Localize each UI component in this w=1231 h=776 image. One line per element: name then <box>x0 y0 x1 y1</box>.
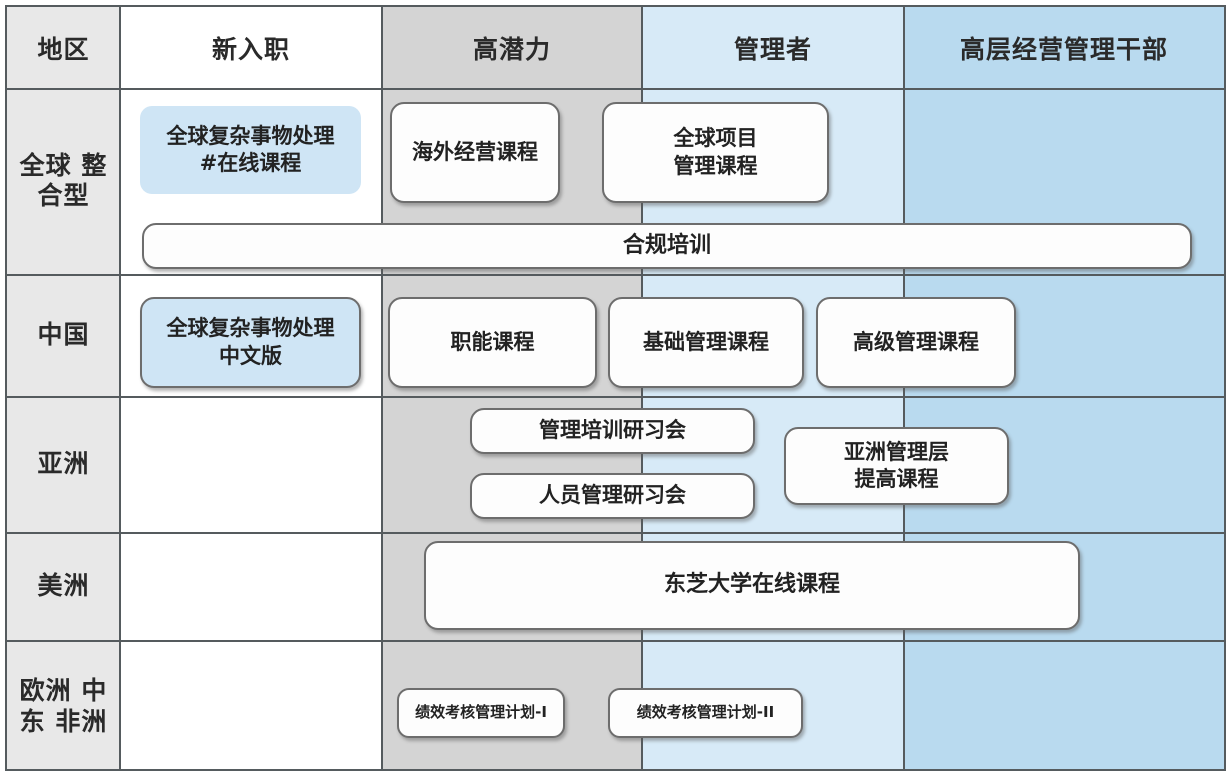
training-matrix-table: 地区 新入职 高潜力 管理者 高层经营管理干部 全球 整合型 中国 亚洲 美洲 … <box>5 5 1226 771</box>
column-header-manager: 管理者 <box>642 7 904 88</box>
column-header-new-hire: 新入职 <box>120 7 382 88</box>
course-box-perf-mgmt-plan-1[interactable]: 绩效考核管理计划-I <box>397 688 565 738</box>
course-box-functional-course[interactable]: 职能课程 <box>388 297 597 388</box>
column-background-region <box>7 7 120 769</box>
table-header-row: 地区 新入职 高潜力 管理者 高层经营管理干部 <box>7 7 1224 88</box>
course-box-compliance-training[interactable]: 合规培训 <box>142 223 1192 269</box>
grid-line-horizontal-4 <box>7 640 1224 642</box>
course-box-advanced-management[interactable]: 高级管理课程 <box>816 297 1016 388</box>
column-header-region: 地区 <box>7 7 120 88</box>
grid-line-horizontal-2 <box>7 396 1224 398</box>
course-box-perf-mgmt-plan-2[interactable]: 绩效考核管理计划-II <box>608 688 803 738</box>
course-box-asia-mgmt-advance[interactable]: 亚洲管理层 提高课程 <box>784 427 1009 505</box>
column-background-executive <box>904 7 1224 769</box>
grid-line-horizontal-1 <box>7 274 1224 276</box>
grid-line-vertical-4 <box>903 7 905 769</box>
course-box-global-complex-cn[interactable]: 全球复杂事物处理 中文版 <box>140 297 361 388</box>
course-box-basic-management[interactable]: 基础管理课程 <box>608 297 804 388</box>
column-header-high-pot: 高潜力 <box>382 7 642 88</box>
course-box-global-project-mgmt[interactable]: 全球项目 管理课程 <box>602 102 829 203</box>
course-box-global-complex-online[interactable]: 全球复杂事物处理 #在线课程 <box>140 106 361 194</box>
course-box-toshiba-univ-online[interactable]: 东芝大学在线课程 <box>424 541 1080 630</box>
course-box-people-mgmt-workshop[interactable]: 人员管理研习会 <box>470 473 755 519</box>
column-header-executive: 高层经营管理干部 <box>904 7 1224 88</box>
grid-line-vertical-2 <box>381 7 383 769</box>
course-box-overseas-management[interactable]: 海外经营课程 <box>390 102 560 203</box>
grid-line-vertical-3 <box>641 7 643 769</box>
grid-line-horizontal-header <box>7 88 1224 90</box>
grid-line-horizontal-3 <box>7 532 1224 534</box>
grid-line-vertical-1 <box>119 7 121 769</box>
course-box-mgmt-training-workshop[interactable]: 管理培训研习会 <box>470 408 755 454</box>
